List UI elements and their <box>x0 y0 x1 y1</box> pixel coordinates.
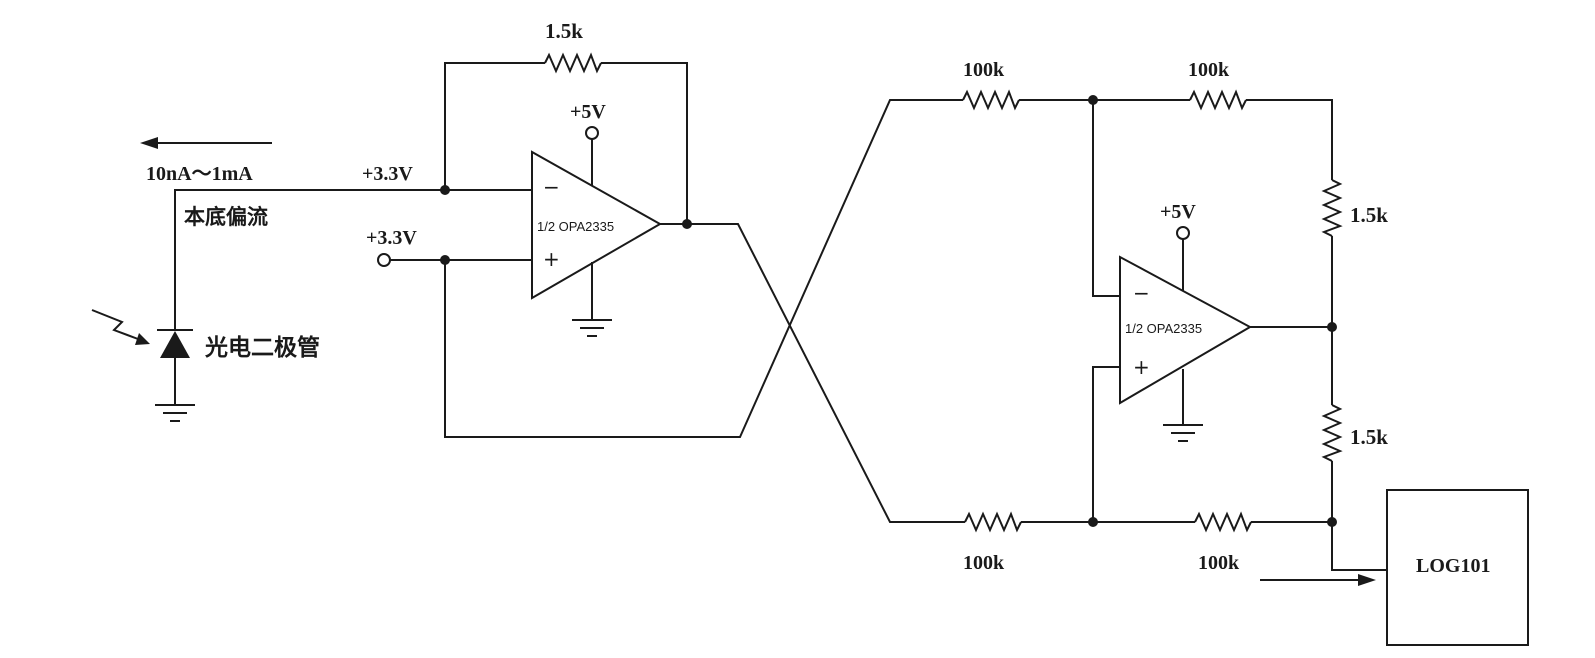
bias-current-label: 本底偏流 <box>184 205 268 229</box>
feedback-resistor-label: 1.5k <box>545 19 583 43</box>
opamp-2-minus: − <box>1133 281 1150 305</box>
junction-dot <box>1327 322 1337 332</box>
opamp-2-supply-terminal <box>1176 226 1190 240</box>
ground-symbol-opamp-2 <box>1163 424 1203 442</box>
junction-dot <box>440 185 450 195</box>
input-current-label: 10nA～1mA <box>146 163 253 185</box>
resistor-right-upper-label: 1.5k <box>1350 203 1388 227</box>
output-cross-wire <box>660 223 965 523</box>
junction-dot <box>1327 517 1337 527</box>
ground-symbol-opamp-1 <box>572 319 612 337</box>
resistor-right-upper <box>1321 179 1343 237</box>
inverting-bias-label: +3.3V <box>362 163 413 185</box>
junction-dot <box>1088 95 1098 105</box>
input-current-arrow <box>140 137 272 149</box>
opamp-2-label: 1/2 OPA2335 <box>1125 321 1202 336</box>
resistor-bottom-left <box>964 511 1022 533</box>
bias-cross-wire <box>444 99 963 438</box>
photodiode <box>157 329 193 358</box>
resistor-top-left <box>962 89 1020 111</box>
right-wire-bottom <box>1331 461 1387 571</box>
resistor-right-lower <box>1321 404 1343 462</box>
resistor-top-right <box>1189 89 1247 111</box>
resistor-right-lower-label: 1.5k <box>1350 425 1388 449</box>
resistor-bottom-right <box>1194 511 1252 533</box>
bias-terminal <box>377 253 391 267</box>
input-wire <box>174 189 532 330</box>
opamp-1-plus: + <box>543 247 560 271</box>
top-wire-right <box>1246 99 1333 180</box>
junction-dot <box>440 255 450 265</box>
junction-dot <box>682 219 692 229</box>
opamp-2-inverting-wire <box>1092 100 1120 297</box>
opamp-1-minus: − <box>543 175 560 199</box>
resistor-top-right-label: 100k <box>1188 59 1230 81</box>
opamp-1-supply-label: +5V <box>570 101 606 123</box>
log-input-arrow <box>1260 574 1376 586</box>
opamp-1 <box>531 150 663 300</box>
opamp-1-label: 1/2 OPA2335 <box>537 219 614 234</box>
junction-dot <box>1088 517 1098 527</box>
opamp-1-supply-terminal <box>585 126 599 140</box>
resistor-bottom-left-label: 100k <box>963 552 1005 574</box>
feedback-wire-left <box>444 62 545 190</box>
opamp-2-supply-label: +5V <box>1160 201 1196 223</box>
opamp-2 <box>1119 255 1253 405</box>
feedback-resistor <box>544 52 602 74</box>
opamp-2-plus: + <box>1133 355 1150 379</box>
opamp-2-noninverting-wire <box>1092 366 1120 522</box>
resistor-top-left-label: 100k <box>963 59 1005 81</box>
log101-block <box>1386 489 1529 646</box>
light-arrow-icon <box>91 309 150 345</box>
resistor-bottom-right-label: 100k <box>1198 552 1240 574</box>
log101-label: LOG101 <box>1416 555 1490 577</box>
noninverting-bias-label: +3.3V <box>366 227 417 249</box>
ground-symbol-photodiode <box>155 404 195 422</box>
feedback-wire-right <box>601 62 688 224</box>
photodiode-label: 光电二极管 <box>204 334 320 361</box>
